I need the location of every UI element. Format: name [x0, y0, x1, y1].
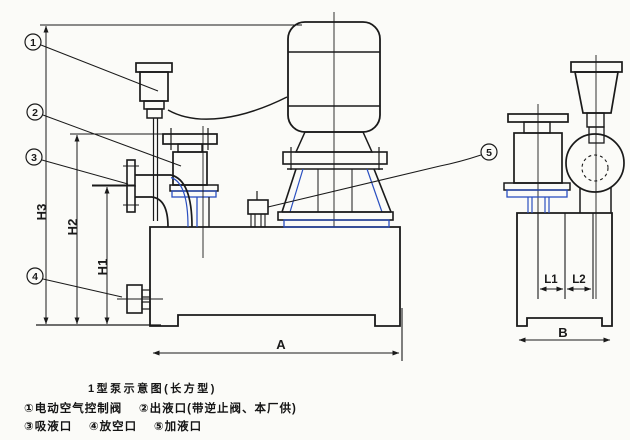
outlet-assembly-front	[162, 126, 219, 258]
legend-line-1: ①电动空气控制阀 ②出液口(带逆止阀、本厂供)	[24, 403, 297, 415]
motor	[287, 12, 381, 227]
callout-3-badge: 3	[25, 148, 43, 166]
dimension-extension-lines	[36, 24, 403, 361]
filler-port-fitting	[247, 191, 269, 228]
pump-head-side	[565, 55, 625, 299]
callout-2-number: 2	[32, 107, 38, 119]
dim-l2-label: L2	[572, 274, 585, 286]
callout-1-badge: 1	[24, 33, 42, 51]
front-tank	[149, 226, 401, 327]
legend-line-2: ③吸液口 ④放空口 ⑤加液口	[24, 421, 203, 433]
outlet-assembly-side	[503, 104, 571, 213]
vent-port-fitting	[117, 284, 163, 314]
pump-support-stand	[277, 131, 394, 228]
dim-h2-label: H2	[65, 219, 80, 236]
height-dimension-lines	[43, 25, 110, 325]
suction-elbow	[92, 159, 193, 228]
dim-a-label: A	[276, 337, 286, 352]
dim-l1-label: L1	[544, 274, 558, 286]
air-control-valve-front	[135, 62, 173, 221]
figure-title: 1型泵示意图(长方型)	[88, 383, 217, 395]
callout-5-number: 5	[486, 147, 492, 159]
side-tank-dip-tubes	[537, 213, 594, 299]
callout-5-badge: 5	[480, 143, 498, 161]
side-tank	[516, 212, 613, 327]
air-hose	[167, 96, 288, 120]
callout-4-number: 4	[32, 271, 38, 283]
dim-h3-label: H3	[34, 204, 49, 221]
callout-2-badge: 2	[26, 103, 44, 121]
callout-1-number: 1	[30, 37, 36, 49]
callout-leader-lines	[40, 44, 482, 298]
callout-3-number: 3	[31, 152, 37, 164]
dim-b-label: B	[558, 325, 567, 340]
dim-h1-label: H1	[95, 259, 110, 276]
callout-4-badge: 4	[26, 267, 44, 285]
